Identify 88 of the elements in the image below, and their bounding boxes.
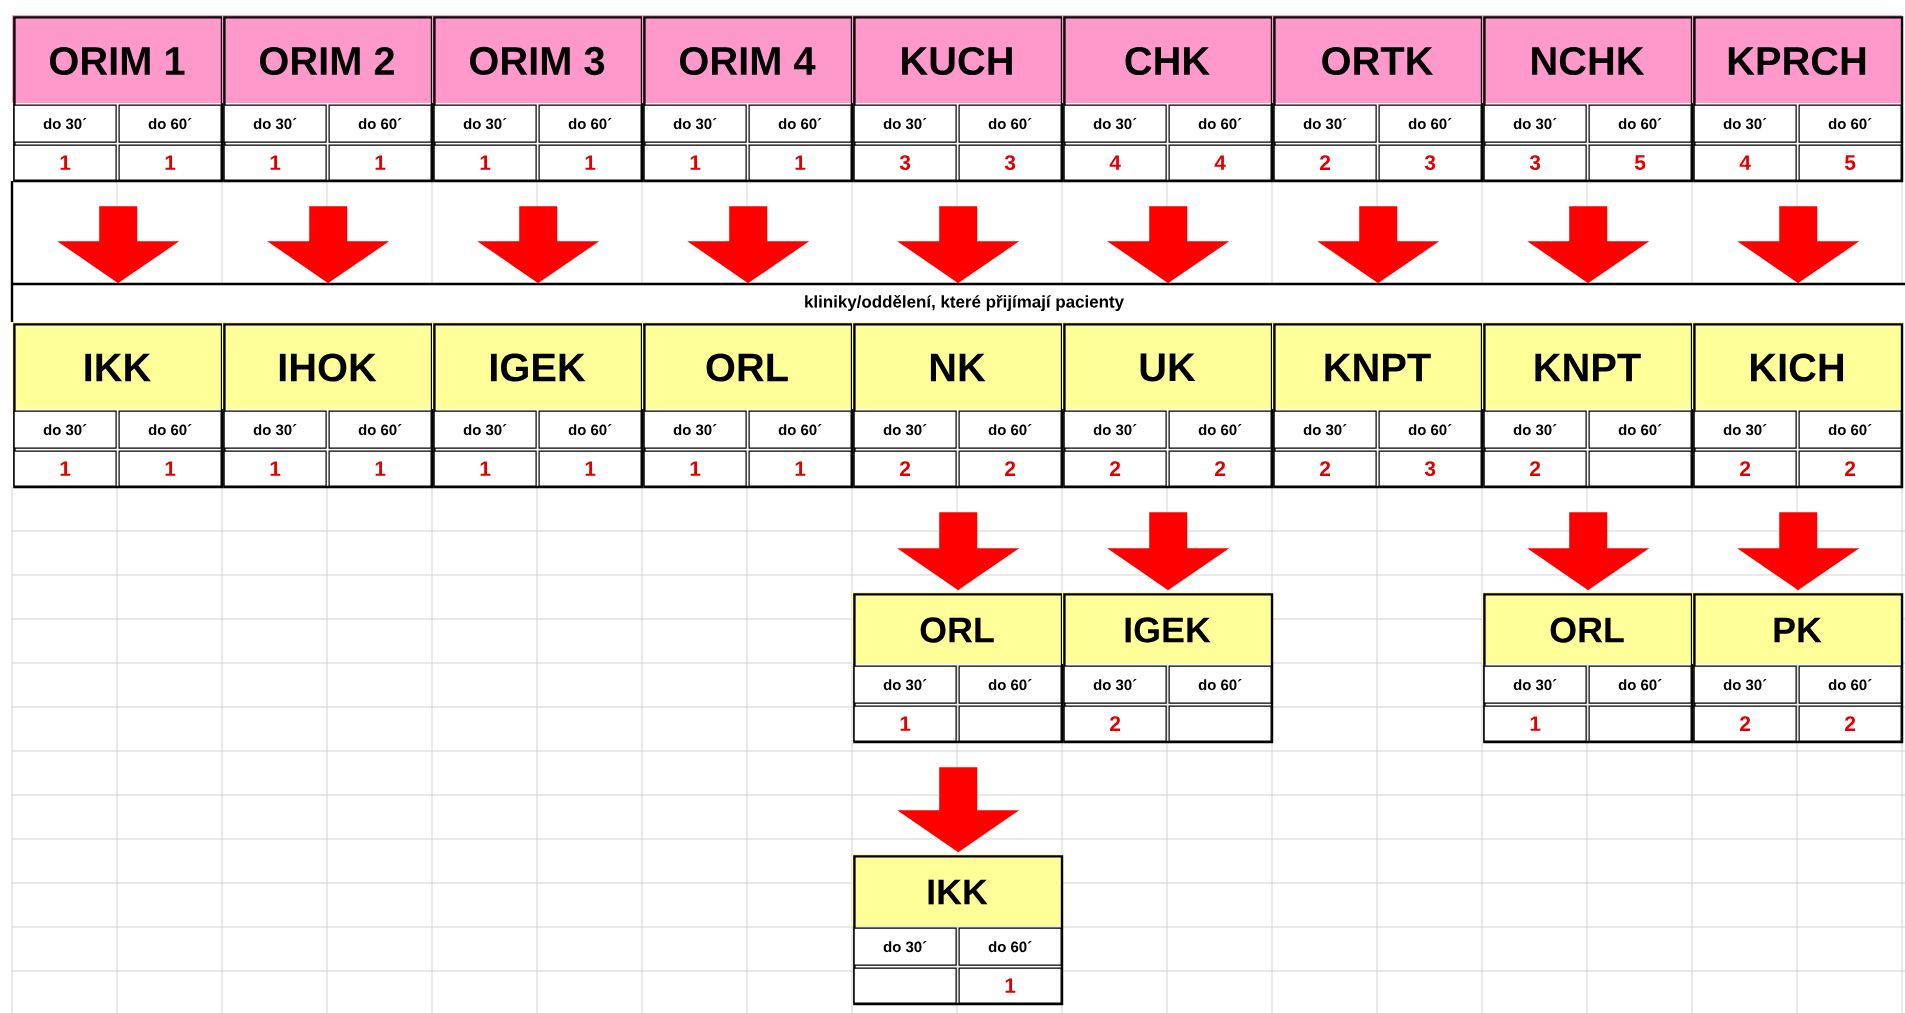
column-header-cell: do 60´ [958,410,1062,449]
value-cell: 3 [1378,144,1482,181]
value-cell: 1 [433,450,537,487]
column-header-cell: do 60´ [1168,410,1272,449]
value-cell: 2 [1273,450,1377,487]
column-header-cell: do 60´ [1378,410,1482,449]
column-header-cell: do 60´ [1798,104,1902,143]
column-header-cell: do 30´ [13,104,117,143]
value-cell: 2 [1798,705,1902,742]
value-cell: 4 [1063,144,1167,181]
column-header-cell: do 60´ [958,104,1062,143]
value-cell: 1 [223,450,327,487]
column-header-cell: do 30´ [1483,410,1587,449]
column-header-cell: do 60´ [1588,104,1692,143]
column-header-cell: do 60´ [1588,410,1692,449]
value-cell: 1 [643,450,747,487]
value-cell: 1 [328,144,432,181]
section-heading: kliniky/oddělení, které přijímají pacienty [805,294,1124,312]
column-header-cell: do 30´ [1483,665,1587,704]
column-header-cell: do 30´ [853,104,957,143]
value-cell: 1 [13,450,117,487]
value-cell: 2 [1273,144,1377,181]
value-cell: 1 [748,450,852,487]
column-header-cell: do 30´ [1273,104,1377,143]
value-cell: 2 [1798,450,1902,487]
value-cell: 2 [1168,450,1272,487]
column-header-cell: do 60´ [118,104,222,143]
value-cell: 1 [433,144,537,181]
value-cell: 1 [118,450,222,487]
column-header-cell: do 60´ [118,410,222,449]
value-cell: 4 [1693,144,1797,181]
value-cell: 2 [958,450,1062,487]
column-header-cell: do 60´ [1168,665,1272,704]
column-header-cell: do 60´ [748,104,852,143]
value-cell: 1 [643,144,747,181]
column-header-cell: do 30´ [433,104,537,143]
column-header-cell: do 60´ [538,410,642,449]
column-header-cell: do 60´ [328,410,432,449]
value-cell: 1 [958,967,1062,1004]
value-cell: 1 [538,144,642,181]
column-header-cell: do 30´ [1483,104,1587,143]
column-header-cell: do 30´ [223,104,327,143]
value-cell: 1 [748,144,852,181]
column-header-cell: do 60´ [1168,104,1272,143]
value-cell: 5 [1798,144,1902,181]
column-header-cell: do 30´ [1693,665,1797,704]
column-header-cell: do 60´ [1588,665,1692,704]
value-cell: 1 [538,450,642,487]
column-header-cell: do 60´ [538,104,642,143]
column-header-cell: do 30´ [13,410,117,449]
column-header-cell: do 30´ [1693,104,1797,143]
column-header-cell: do 30´ [1063,104,1167,143]
value-cell: 2 [853,450,957,487]
value-cell: 4 [1168,144,1272,181]
value-cell: 3 [958,144,1062,181]
value-cell: 1 [1483,705,1587,742]
value-cell: 2 [1693,450,1797,487]
column-header-cell: do 30´ [643,410,747,449]
column-header-cell: do 60´ [1798,410,1902,449]
value-cell: 1 [13,144,117,181]
column-header-cell: do 60´ [1798,665,1902,704]
column-header-cell: do 30´ [643,104,747,143]
value-cell: 1 [118,144,222,181]
column-header-cell: do 60´ [748,410,852,449]
value-cell: 3 [853,144,957,181]
column-header-cell: do 60´ [958,927,1062,966]
column-header-cell: do 30´ [433,410,537,449]
column-header-cell: do 30´ [1063,665,1167,704]
column-header-cell: do 30´ [853,927,957,966]
value-cell: 3 [1483,144,1587,181]
value-cell: 1 [853,705,957,742]
column-header-cell: do 60´ [328,104,432,143]
column-header-cell: do 60´ [1378,104,1482,143]
value-cell: 2 [1063,705,1167,742]
column-header-cell: do 30´ [223,410,327,449]
value-cell: 3 [1378,450,1482,487]
column-header-cell: do 30´ [1273,410,1377,449]
value-cell: 1 [223,144,327,181]
column-header-cell: do 30´ [853,410,957,449]
value-cell: 2 [1063,450,1167,487]
column-header-cell: do 30´ [1693,410,1797,449]
value-cell: 5 [1588,144,1692,181]
column-header-cell: do 30´ [853,665,957,704]
column-header-cell: do 60´ [958,665,1062,704]
value-cell: 1 [328,450,432,487]
value-cell: 2 [1483,450,1587,487]
value-cell: 2 [1693,705,1797,742]
column-header-cell: do 30´ [1063,410,1167,449]
